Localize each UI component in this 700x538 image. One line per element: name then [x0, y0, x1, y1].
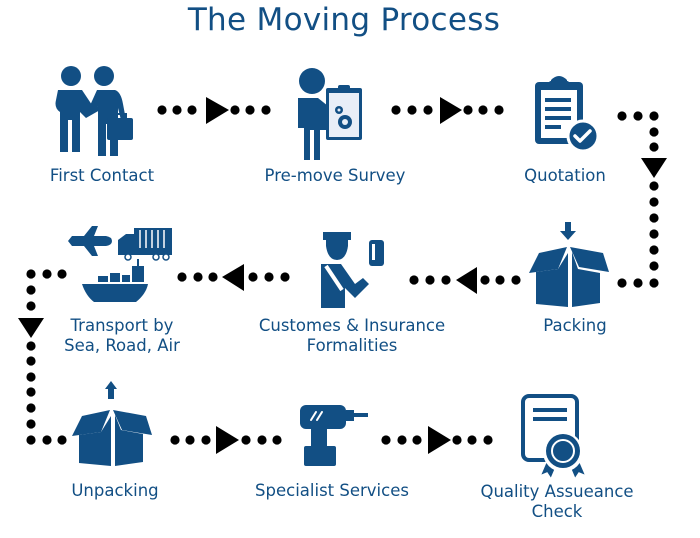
connector-dot — [617, 278, 627, 288]
arrow-right-icon — [428, 426, 451, 454]
connector-dot — [494, 105, 504, 115]
connector-dot — [26, 419, 36, 429]
customs-officer-icon — [321, 232, 384, 308]
connector-dot — [280, 272, 290, 282]
connector-dot — [649, 278, 659, 288]
connector-dot — [272, 435, 282, 445]
arrow-right-icon — [206, 97, 229, 124]
connector-dot — [441, 275, 451, 285]
step-label-customs: Customes & Insurance Formalities — [232, 316, 472, 356]
connector-dot — [57, 269, 67, 279]
connector-dot — [172, 105, 182, 115]
connector-dot — [193, 272, 203, 282]
connector-dot — [157, 105, 167, 115]
step-label-transport-line2: Sea, Road, Air — [64, 336, 180, 355]
connector-dot — [480, 275, 490, 285]
arrow-down-icon — [18, 318, 44, 338]
surveyor-clipboard-icon — [298, 68, 362, 160]
connector-dot — [241, 435, 251, 445]
arrow-left-icon — [222, 264, 244, 291]
connector-dot — [649, 142, 659, 152]
step-label-quality-line2: Check — [531, 502, 583, 521]
connector-dot — [425, 275, 435, 285]
step-label-unpacking: Unpacking — [71, 481, 159, 500]
connector-dot — [245, 105, 255, 115]
connector-dot — [57, 435, 67, 445]
step-label-quality-check: Quality Assueance Check — [462, 482, 652, 522]
diagram-title: The Moving Process — [187, 2, 501, 38]
connector-dot — [633, 278, 643, 288]
connector-dot — [26, 356, 36, 366]
connector-dot — [649, 261, 659, 271]
step-label-customs-line1: Customes & Insurance — [258, 316, 446, 335]
connector-dot — [452, 435, 462, 445]
connector-dot — [478, 105, 488, 115]
step-label-specialist-services: Specialist Services — [255, 481, 409, 500]
connector-dot — [649, 127, 659, 137]
connector-dot — [409, 275, 419, 285]
connector-dot — [26, 269, 36, 279]
arrow-right-icon — [440, 97, 462, 124]
connector-dot — [463, 105, 473, 115]
drill-icon — [300, 405, 368, 466]
step-label-quotation: Quotation — [524, 166, 606, 185]
connector-dot — [208, 272, 218, 282]
connector-dot — [26, 372, 36, 382]
certificate-icon — [521, 394, 588, 481]
connector-dot — [170, 435, 180, 445]
connector-dot — [649, 213, 659, 223]
connector-dot — [26, 301, 36, 311]
step-label-customs-line2: Formalities — [306, 336, 398, 355]
connector-dot — [649, 245, 659, 255]
connector-dot — [26, 285, 36, 295]
box-packing-icon — [529, 222, 609, 307]
connector-dot — [649, 111, 659, 121]
connector-dot — [617, 111, 627, 121]
step-label-first-contact: First Contact — [49, 166, 155, 185]
connector-dot — [201, 435, 211, 445]
connector-dot — [261, 105, 271, 115]
step-label-pre-move-survey: Pre-move Survey — [264, 166, 406, 185]
connector-dot — [42, 435, 52, 445]
connector-dot — [423, 105, 433, 115]
connector-dot — [391, 105, 401, 115]
arrow-right-icon — [216, 426, 239, 454]
connector-dot — [483, 435, 493, 445]
connector-dot — [257, 435, 267, 445]
connector-dot — [26, 435, 36, 445]
connector-dot — [26, 341, 36, 351]
connector-dot — [649, 197, 659, 207]
connector-dot — [467, 435, 477, 445]
connector-dot — [633, 111, 643, 121]
handshake-icon — [55, 66, 133, 156]
arrow-down-icon — [641, 158, 667, 178]
connector-dot — [26, 403, 36, 413]
connector-dot — [495, 275, 505, 285]
connector-dot — [185, 435, 195, 445]
step-label-transport: Transport by Sea, Road, Air — [52, 316, 192, 356]
connector-dot — [412, 435, 422, 445]
connector-dot — [649, 229, 659, 239]
step-label-quality-line1: Quality Assueance — [480, 482, 634, 501]
connector-dot — [397, 435, 407, 445]
transport-plane-truck-ship-icon — [68, 226, 172, 302]
connector-dot — [230, 105, 240, 115]
connector-dot — [649, 181, 659, 191]
connector-dot — [407, 105, 417, 115]
connector-dot — [511, 275, 521, 285]
connector-dot — [177, 272, 187, 282]
connector-dot — [381, 435, 391, 445]
arrow-left-icon — [456, 267, 477, 294]
clipboard-check-icon — [535, 76, 600, 153]
step-label-packing: Packing — [543, 316, 607, 335]
connector-dot — [248, 272, 258, 282]
connector-dot — [42, 269, 52, 279]
box-unpacking-icon — [72, 381, 152, 466]
connector-dot — [264, 272, 274, 282]
step-label-transport-line1: Transport by — [70, 316, 174, 335]
connector-dot — [187, 105, 197, 115]
connector-dot — [26, 387, 36, 397]
